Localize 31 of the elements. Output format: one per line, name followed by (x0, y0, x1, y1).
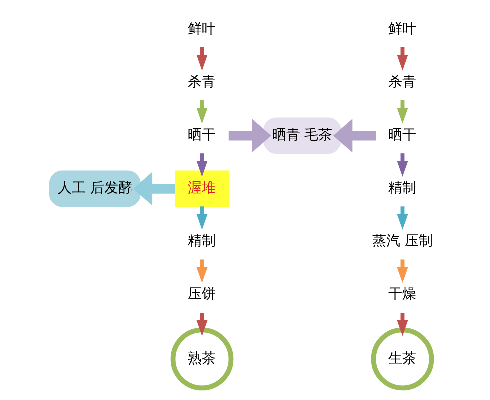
arrow (396, 47, 408, 71)
arrow (396, 206, 408, 230)
node-text: 精制 (188, 234, 216, 250)
node-box: 晒青 毛茶 (263, 118, 341, 154)
node-text: 晒干 (188, 128, 216, 144)
node-text: 晒干 (388, 128, 416, 144)
node-text: 干燥 (388, 286, 416, 303)
arrow (196, 260, 208, 284)
arrow (196, 206, 208, 230)
node-text: 鲜叶 (388, 21, 416, 38)
node-box: 人工 后发酵 (48, 170, 140, 208)
node-text: 鲜叶 (188, 21, 216, 38)
arrow (196, 313, 208, 336)
arrow (396, 313, 408, 336)
node-text: 杀青 (388, 74, 416, 90)
arrow (196, 100, 208, 124)
node-text: 压饼 (188, 286, 216, 303)
arrow (132, 172, 175, 206)
node-text: 杀青 (188, 74, 216, 90)
node-box: 渥堆 (174, 170, 229, 208)
node-text: 蒸汽 压制 (372, 234, 432, 250)
arrow (196, 154, 208, 177)
arrow (332, 119, 376, 153)
arrow (228, 119, 271, 153)
node-circle: 生茶 (370, 328, 434, 391)
arrow (196, 47, 208, 71)
arrow (396, 100, 408, 124)
arrow (396, 260, 408, 284)
arrow (396, 154, 408, 177)
node-text: 精制 (388, 180, 416, 197)
node-circle: 熟茶 (170, 328, 234, 391)
